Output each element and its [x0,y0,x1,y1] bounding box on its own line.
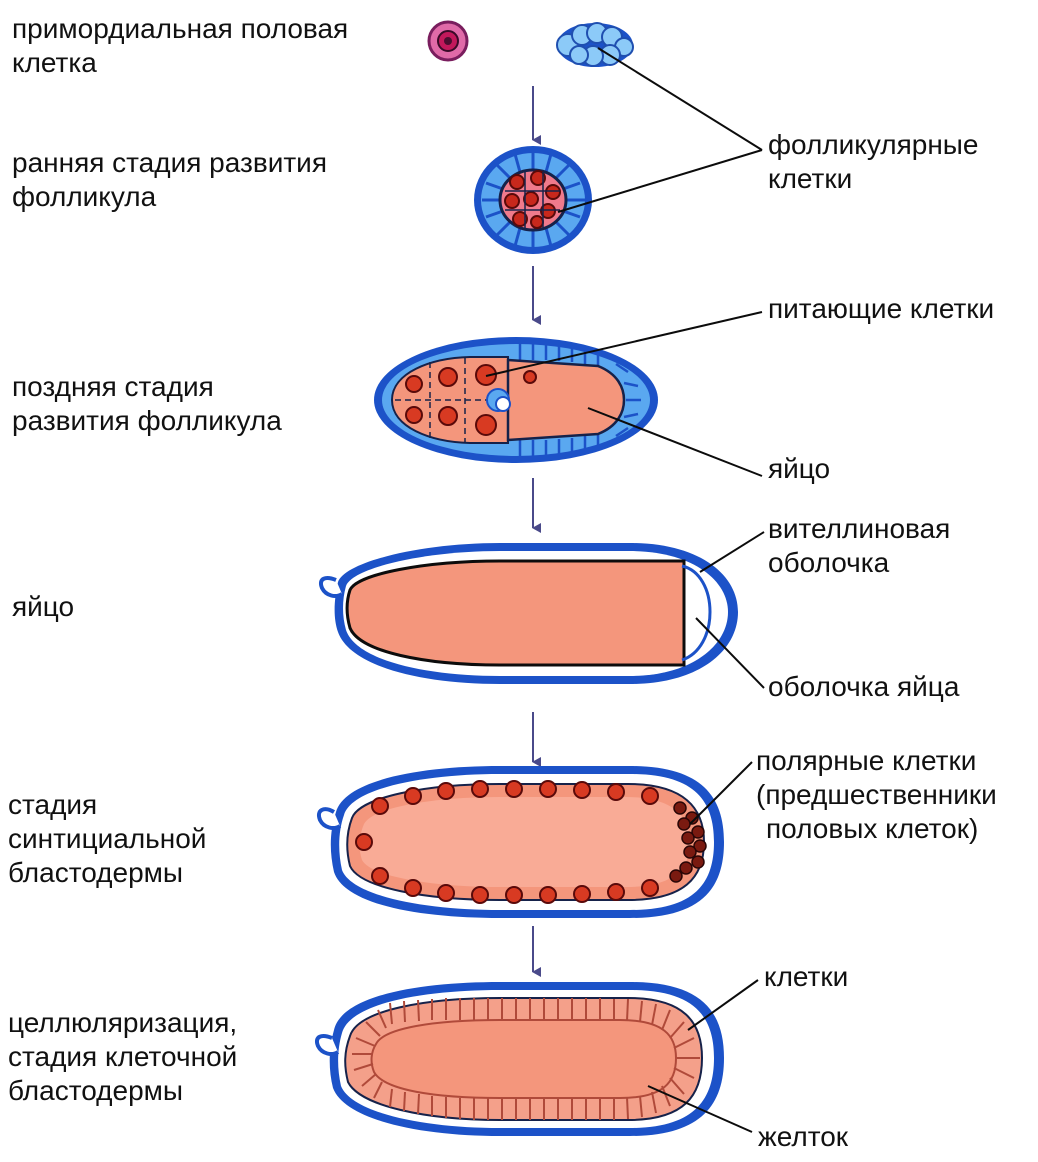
primordial-germ-cell [429,22,467,60]
early-follicle [474,146,592,254]
follicle-cell-cluster [557,23,633,67]
egg-stage [321,543,738,684]
syncytial-blastoderm [319,766,724,918]
late-follicle [374,337,658,463]
cellular-blastoderm [317,982,724,1136]
